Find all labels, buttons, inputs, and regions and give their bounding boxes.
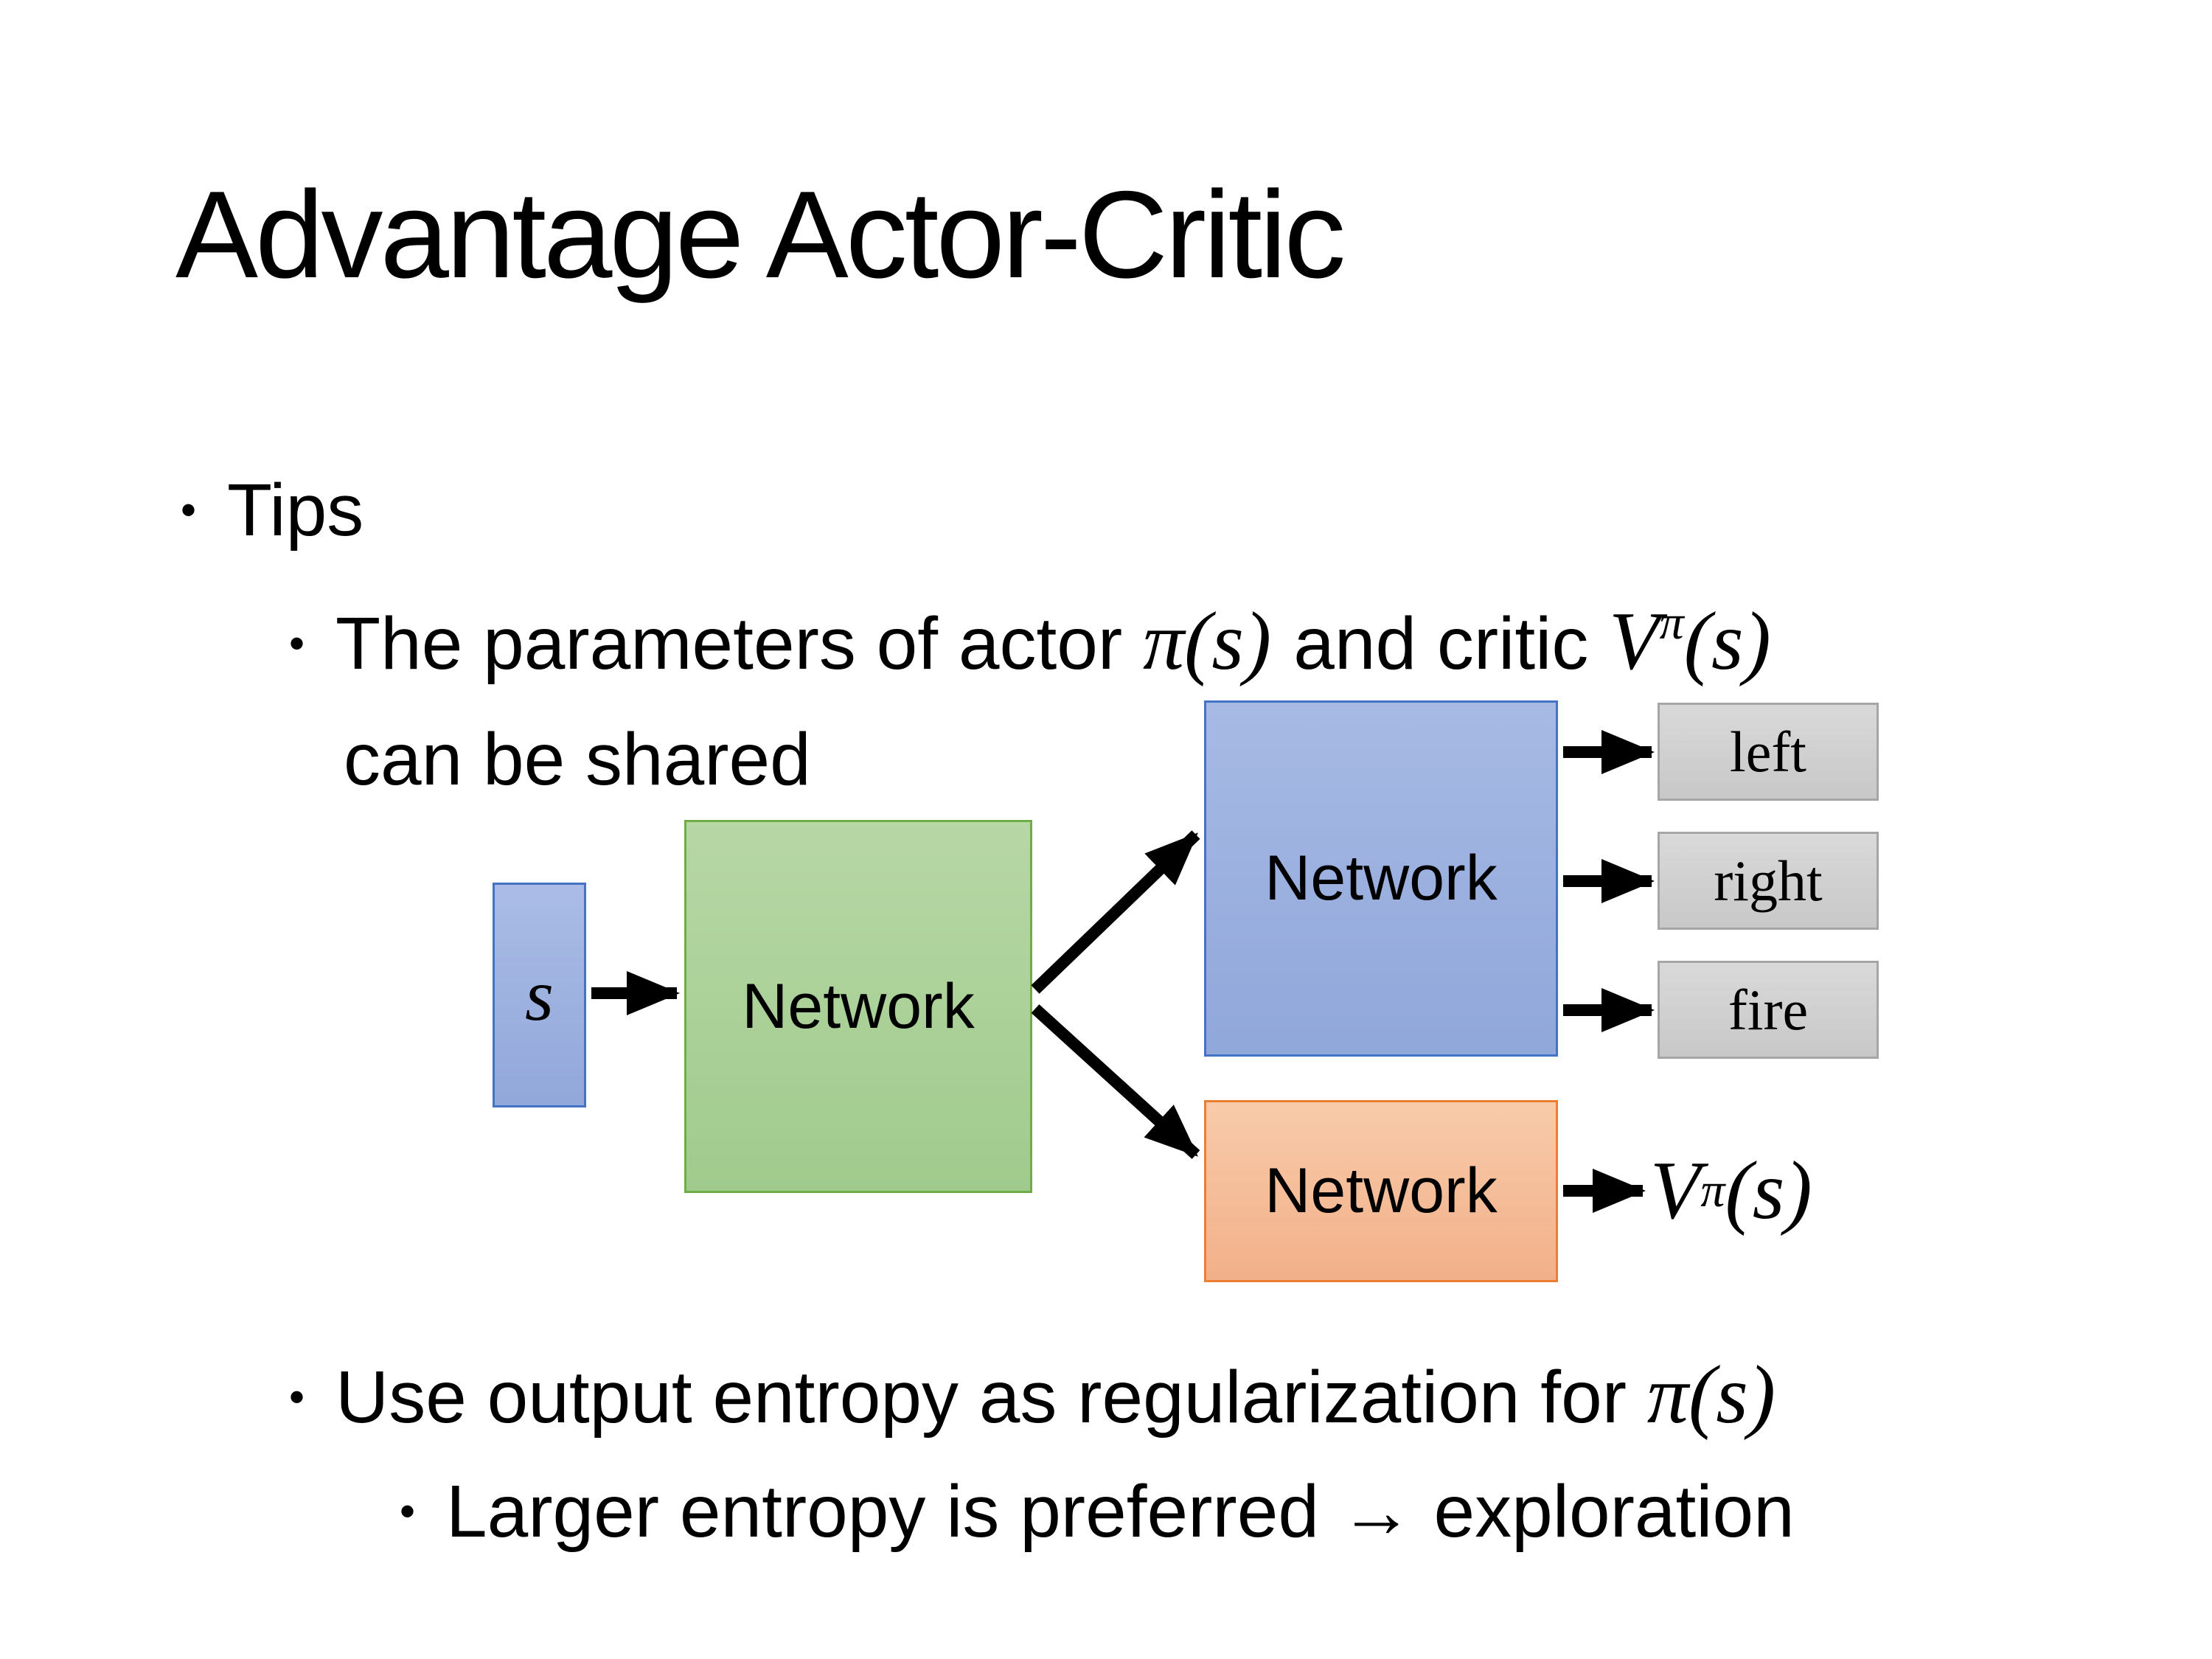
- action-box-right: right: [1658, 832, 1879, 930]
- shared-network-label: Network: [742, 970, 975, 1042]
- bullet-dot: •: [289, 1372, 305, 1422]
- entropy-text-pre: Use output entropy as regularization for: [335, 1356, 1647, 1439]
- state-label: s: [525, 954, 554, 1036]
- math-v-args: (s): [1683, 596, 1771, 687]
- math-v-superscript-pi: π: [1659, 596, 1684, 650]
- action-box-left: left: [1658, 703, 1879, 801]
- tips-label: Tips: [227, 469, 364, 552]
- bullet-dot: •: [181, 485, 197, 535]
- parameters-text-pre: The parameters of actor: [335, 602, 1143, 685]
- bullet-entropy-line: • Use output entropy as regularization fo…: [289, 1343, 1775, 1447]
- bullet-parameters-line2: can be shared: [344, 714, 811, 806]
- actor-network-label: Network: [1265, 843, 1498, 914]
- bullet-dot: •: [400, 1486, 416, 1536]
- action-label-left: left: [1730, 719, 1806, 784]
- math-pi-s: π(s): [1646, 1349, 1776, 1441]
- state-box: s: [493, 883, 586, 1107]
- action-label-fire: fire: [1728, 977, 1809, 1042]
- bullet-dot: •: [289, 619, 305, 668]
- action-label-right: right: [1714, 848, 1823, 913]
- math-value-superscript-pi: π: [1700, 1164, 1725, 1217]
- arrow-shared-to-actor: [1031, 830, 1200, 994]
- shared-network-box: Network: [684, 820, 1032, 1193]
- bullet-parameters-line: •The parameters of actor π(s)and critic …: [289, 590, 1771, 693]
- action-box-fire: fire: [1658, 961, 1879, 1059]
- math-pi-s: π(s): [1142, 596, 1272, 687]
- bullet-tips: • Tips: [181, 465, 364, 557]
- page-title: Advantage Actor-Critic: [175, 165, 1346, 304]
- exploration-text: Larger entropy is preferred → exploratio…: [446, 1470, 1795, 1553]
- parameters-text-line2: can be shared: [344, 718, 811, 801]
- math-v: V: [1609, 596, 1660, 687]
- parameters-text-mid: and critic: [1293, 602, 1610, 685]
- actor-network-box: Network: [1204, 700, 1558, 1057]
- critic-network-box: Network: [1204, 1100, 1558, 1282]
- bullet-exploration-line: • Larger entropy is preferred → explorati…: [400, 1466, 1795, 1558]
- math-value-v: V: [1650, 1144, 1701, 1237]
- arrow-shared-to-critic: [1031, 1004, 1200, 1159]
- critic-network-label: Network: [1265, 1155, 1498, 1226]
- math-value-args: (s): [1725, 1144, 1812, 1237]
